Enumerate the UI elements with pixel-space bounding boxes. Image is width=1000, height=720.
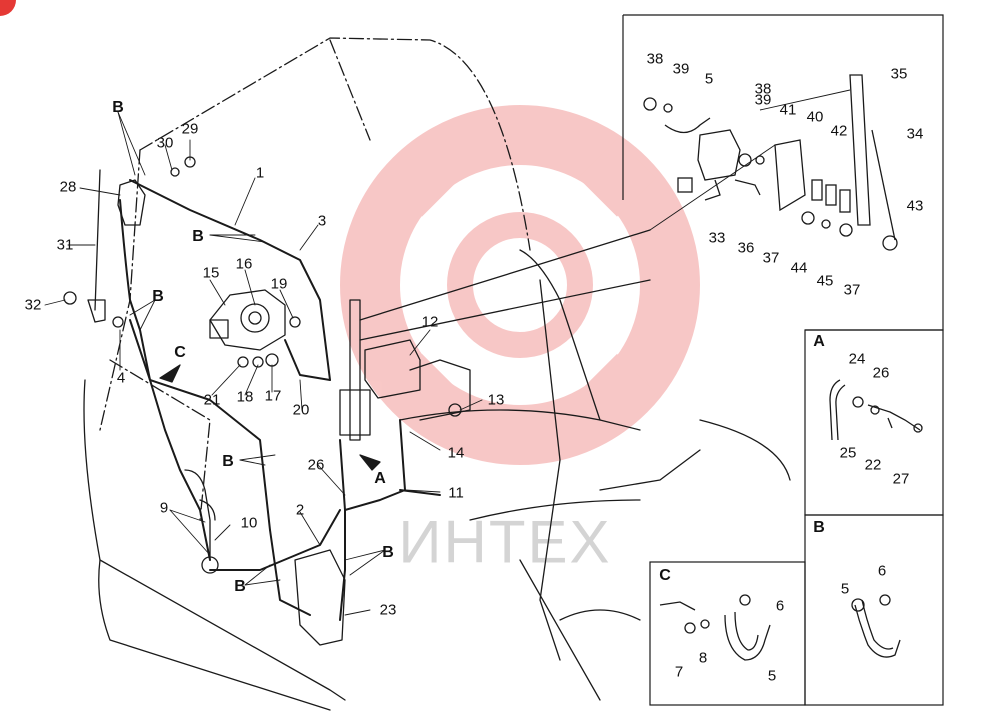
detail-frame-c	[649, 561, 806, 706]
box-23	[294, 549, 346, 646]
detail-a-parts	[829, 379, 923, 441]
callout-b-left: B	[152, 288, 164, 305]
callout-39-top: 39	[672, 60, 690, 78]
callout-19: 19	[270, 275, 288, 293]
callout-21: 21	[203, 391, 221, 409]
callout-34: 34	[906, 125, 924, 143]
callout-15: 15	[202, 264, 220, 282]
bracket-28	[117, 179, 146, 226]
callout-43: 43	[906, 197, 924, 215]
callout-38-mid: 38	[754, 80, 772, 98]
callout-31: 31	[56, 236, 74, 254]
callout-16: 16	[235, 255, 253, 273]
callout-5-detail-c: 5	[767, 667, 777, 685]
callout-2: 2	[295, 501, 305, 519]
callout-22: 22	[864, 456, 882, 474]
detail-main-parts	[643, 74, 898, 251]
callout-b-top: B	[112, 99, 124, 116]
view-label-a: A	[813, 333, 825, 350]
callout-14: 14	[447, 444, 465, 462]
callout-37-right: 37	[843, 281, 861, 299]
callout-18: 18	[236, 388, 254, 406]
view-label-b: B	[813, 519, 825, 536]
wire-harness-left	[119, 179, 441, 621]
callout-12: 12	[421, 313, 439, 331]
callout-28: 28	[59, 178, 77, 196]
callout-27: 27	[892, 470, 910, 488]
callout-a-arrow: A	[374, 470, 386, 487]
callout-9: 9	[159, 499, 169, 517]
callout-23: 23	[379, 601, 397, 619]
callout-32: 32	[24, 296, 42, 314]
arrow-a	[359, 454, 381, 471]
callout-4: 4	[116, 369, 126, 387]
detail-c-parts	[659, 594, 771, 661]
callout-20: 20	[292, 401, 310, 419]
callout-39-mid: 39	[754, 91, 772, 109]
detail-b-parts	[851, 594, 901, 658]
callout-38-top: 38	[646, 50, 664, 68]
callout-c-arrow: C	[174, 344, 186, 361]
callout-42: 42	[830, 122, 848, 140]
callout-29: 29	[181, 120, 199, 138]
callout-35: 35	[890, 65, 908, 83]
callout-40: 40	[806, 108, 824, 126]
callout-33: 33	[708, 229, 726, 247]
callout-b-mid-top: B	[192, 228, 204, 245]
arrow-c	[159, 364, 181, 383]
detail-frame-a	[804, 329, 944, 516]
view-label-c: C	[659, 567, 671, 584]
callout-37-left: 37	[762, 249, 780, 267]
callout-17: 17	[264, 387, 282, 405]
control-unit-12	[339, 229, 651, 441]
callout-3: 3	[317, 212, 327, 230]
callout-11: 11	[448, 484, 464, 502]
callout-5-top: 5	[704, 70, 714, 88]
callout-26-detail: 26	[872, 364, 890, 382]
cab-body	[83, 249, 791, 711]
callout-13: 13	[487, 391, 505, 409]
leader-lines	[44, 111, 483, 616]
watermark-gear-icon	[340, 105, 700, 465]
cable-coil-9	[184, 469, 219, 574]
callout-24: 24	[848, 350, 866, 368]
corner-badge	[0, 0, 16, 16]
rod-31	[87, 169, 106, 323]
callout-45: 45	[816, 272, 834, 290]
watermark-text: ИНТЕХ	[398, 508, 612, 576]
callout-25: 25	[839, 444, 857, 462]
callout-41: 41	[779, 101, 797, 119]
callout-b-low-right: B	[382, 544, 394, 561]
callout-5-detail-b: 5	[840, 580, 850, 598]
detail-frame-b	[804, 514, 944, 706]
callout-10: 10	[240, 514, 258, 532]
callout-44: 44	[790, 259, 808, 277]
callout-30: 30	[156, 134, 174, 152]
callout-b-low-left: B	[234, 578, 246, 595]
callout-7: 7	[674, 663, 684, 681]
callout-26-main: 26	[307, 456, 325, 474]
callout-8: 8	[698, 649, 708, 667]
callout-b-mid: B	[222, 453, 234, 470]
callout-6-detail-b: 6	[877, 562, 887, 580]
callout-6-detail-c: 6	[775, 597, 785, 615]
callout-1: 1	[255, 164, 265, 182]
callout-36: 36	[737, 239, 755, 257]
